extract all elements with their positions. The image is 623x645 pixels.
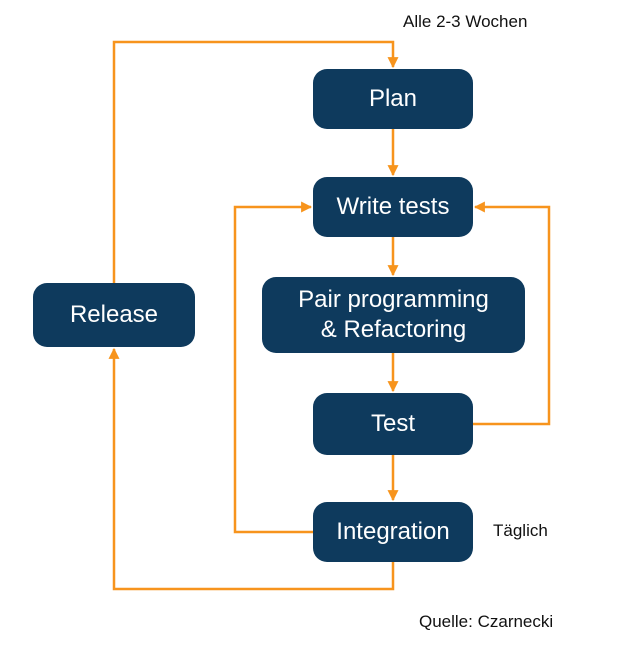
source-credit: Quelle: Czarnecki [419,612,554,631]
arrow-integration-to-release [108,347,395,591]
arrow-integration-to-write-tests [233,201,313,534]
cycle-frequency-note: Alle 2-3 Wochen [403,12,528,31]
node-release: Release [33,283,195,347]
arrow-release-to-plan [112,40,399,283]
node-plan: Plan [313,69,473,129]
daily-frequency-note: Täglich [493,521,548,540]
node-integration: Integration [313,502,473,562]
node-test: Test [313,393,473,455]
node-pair-programming-refactoring: Pair programming & Refactoring [262,277,525,353]
node-write-tests: Write tests [313,177,473,237]
arrow-test-to-write-tests [473,201,551,426]
